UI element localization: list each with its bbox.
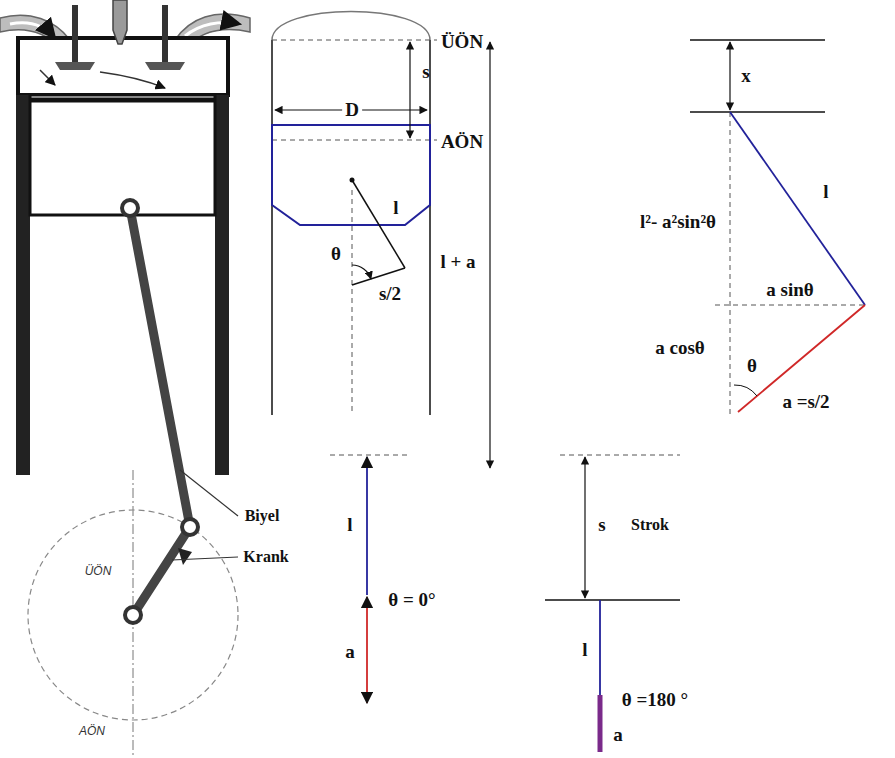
cylinder-schematic-stroke	[271, 40, 273, 415]
dimension-label: l	[393, 198, 398, 219]
position-label: ÜÖN	[441, 32, 483, 53]
dimension-label: l	[823, 182, 828, 203]
geometry-triangle-stroke	[715, 305, 865, 306]
engine-illustration-stroke	[145, 62, 185, 70]
engine-illustration-stroke	[100, 72, 165, 88]
cylinder-schematic-stroke	[272, 12, 430, 41]
engine-illustration-stroke	[215, 95, 229, 475]
dimension-label: s	[598, 515, 605, 536]
geometry-triangle-stroke	[690, 111, 825, 113]
position-label: AÖN	[441, 132, 483, 153]
formula-label: l²- a²sin²θ	[639, 212, 717, 233]
dimension-label: a	[345, 642, 355, 663]
bdc-position-stroke	[560, 455, 680, 456]
geometry-triangle-stroke	[730, 112, 731, 415]
engine-illustration-stroke	[72, 5, 78, 62]
engine-illustration	[0, 0, 250, 755]
engine-illustration-stroke	[182, 519, 198, 535]
dimension-label: s	[422, 62, 429, 83]
cylinder-schematic-stroke	[352, 265, 371, 279]
engine-illustration-stroke	[16, 95, 30, 475]
engine-illustration-stroke	[162, 5, 168, 62]
engine-illustration-stroke	[30, 95, 215, 215]
part-name: Biyel	[245, 507, 280, 525]
tdc-position	[330, 455, 410, 703]
tdc-position-stroke	[366, 597, 368, 703]
engine-illustration-stroke	[55, 62, 95, 70]
geometry-triangle-stroke	[729, 42, 730, 110]
engine-illustration-stroke	[178, 548, 192, 565]
formula-label: a =s/2	[782, 392, 829, 413]
angle-label: θ =180 °	[622, 690, 688, 711]
geometry-triangle-stroke	[734, 385, 757, 396]
bdc-position-stroke	[545, 599, 680, 601]
dimension-label: l	[582, 640, 587, 661]
geometry-triangle-stroke	[690, 39, 825, 41]
tdc-position-stroke	[366, 457, 368, 595]
position-label: AÖN	[79, 725, 105, 738]
engine-illustration-stroke	[180, 470, 238, 516]
cylinder-schematic-stroke	[272, 125, 430, 225]
angle-label: θ	[747, 356, 757, 377]
part-name: Krank	[243, 548, 288, 566]
dimension-label: s/2	[379, 284, 401, 305]
geometry-triangle-stroke	[730, 112, 865, 305]
cylinder-schematic-stroke	[352, 268, 405, 285]
bdc-position-stroke	[598, 695, 603, 752]
cylinder-schematic-stroke	[429, 40, 431, 415]
tdc-position-stroke	[330, 455, 410, 456]
cylinder-schematic-stroke	[272, 40, 437, 41]
position-label: ÜÖN	[85, 565, 112, 578]
engine-illustration-stroke	[125, 607, 141, 623]
bdc-position-stroke	[599, 600, 601, 695]
dimension-label: a	[613, 725, 623, 746]
bdc-position-stroke	[584, 457, 585, 598]
engine-illustration-stroke	[30, 98, 215, 103]
engine-illustration-stroke	[40, 70, 55, 85]
dimension-label: l + a	[440, 252, 475, 273]
cylinder-schematic-stroke	[352, 190, 353, 415]
cylinder-schematic-stroke	[352, 180, 405, 268]
engine-illustration-stroke	[172, 557, 238, 560]
formula-label: a sinθ	[766, 280, 813, 301]
cylinder-schematic-stroke	[489, 42, 490, 468]
dimension-label: Strok	[631, 516, 669, 534]
cylinder-schematic	[272, 12, 490, 469]
dimension-label: l	[347, 515, 352, 536]
engine-illustration-stroke	[122, 200, 138, 216]
engine-illustration-stroke	[185, 23, 240, 37]
angle-label: θ = 0°	[388, 590, 435, 611]
engine-illustration-stroke	[10, 23, 55, 38]
dimension-label: D	[342, 100, 362, 121]
engine-illustration-stroke	[18, 38, 228, 95]
engine-illustration-stroke	[113, 0, 127, 44]
engine-illustration-stroke	[133, 527, 190, 615]
engine-illustration-stroke	[130, 208, 190, 527]
geometry-triangle	[690, 40, 865, 415]
cylinder-schematic-stroke	[272, 140, 437, 141]
cylinder-schematic-stroke	[409, 42, 410, 138]
dimension-label: x	[741, 66, 751, 87]
engine-illustration-stroke	[28, 510, 238, 720]
formula-label: a cosθ	[655, 338, 705, 359]
angle-label: θ	[331, 244, 341, 265]
